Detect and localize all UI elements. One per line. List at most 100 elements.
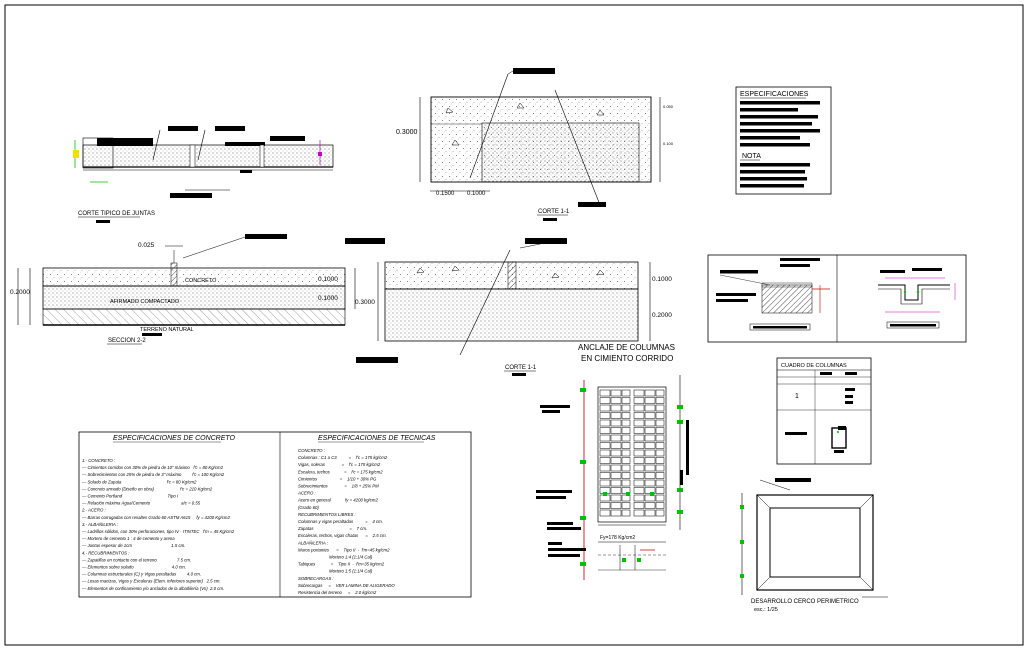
right-line: Tabiques = Tipo II - f'm=35 kg/cm2 bbox=[298, 562, 385, 567]
brick bbox=[633, 434, 645, 442]
brick bbox=[655, 472, 665, 479]
brick bbox=[610, 404, 622, 412]
brick bbox=[655, 389, 665, 397]
left-line: — Concreto armado (Diseño en obra) f'c =… bbox=[81, 486, 213, 491]
sheet-border bbox=[4, 4, 1024, 646]
specs-table bbox=[78, 431, 472, 598]
specs-right-title: ESPECIFICACIONES DE TECNICAS bbox=[318, 435, 436, 442]
brick bbox=[655, 427, 665, 434]
brick bbox=[599, 509, 611, 517]
brick bbox=[633, 419, 645, 427]
brick bbox=[655, 442, 665, 449]
brick bbox=[621, 397, 631, 404]
seccion-2-2 bbox=[17, 234, 356, 336]
right-line: Mortero 1:5 (1:1/4 Cal) bbox=[298, 569, 373, 574]
left-line: — Sobrecimientos con 25% de piedra de 3"… bbox=[81, 472, 225, 477]
left-line: — Columnas estructurales (C) y Vigas per… bbox=[81, 572, 201, 577]
brick bbox=[633, 404, 645, 412]
seccion-dim-left: 0.2000 bbox=[10, 289, 30, 296]
brick bbox=[644, 419, 656, 427]
brick bbox=[621, 502, 631, 509]
brick bbox=[621, 419, 631, 427]
brick bbox=[655, 404, 665, 412]
brick bbox=[599, 472, 611, 479]
brick bbox=[610, 494, 622, 502]
left-line: — Relación máxima Agua/Cemento a/c = 0.5… bbox=[81, 501, 201, 506]
brick bbox=[621, 509, 631, 517]
brick bbox=[633, 449, 645, 457]
cuadro-columnas-title: CUADRO DE COLUMNAS bbox=[781, 363, 847, 369]
brick bbox=[599, 457, 611, 464]
left-line: 3.- ALBAÑILERIA : bbox=[82, 522, 119, 527]
brick bbox=[655, 479, 665, 487]
brick bbox=[644, 434, 656, 442]
corte-mid-dim-r1: 0.1000 bbox=[652, 276, 672, 283]
brick bbox=[633, 472, 645, 479]
brick bbox=[610, 449, 622, 457]
brick bbox=[655, 494, 665, 502]
brick bbox=[633, 479, 645, 487]
brick bbox=[644, 442, 656, 449]
brick bbox=[633, 494, 645, 502]
seccion-label-ground: TERRENO NATURAL bbox=[140, 327, 194, 333]
brick bbox=[610, 434, 622, 442]
right-line: Muros portantes = Tipo II - f'm=45 kg/cm… bbox=[298, 547, 390, 552]
left-line: — Elementos sobre solado 4.0 cm. bbox=[81, 565, 186, 570]
brick bbox=[621, 457, 631, 464]
right-line: Columnas : C1 a C3 = f'c = 175 kg/cm2 bbox=[298, 455, 388, 460]
left-line: 2.- ACERO : bbox=[81, 508, 107, 513]
svg-text:0.050: 0.050 bbox=[663, 104, 674, 109]
brick bbox=[599, 434, 611, 442]
brick bbox=[610, 389, 622, 397]
brick bbox=[621, 412, 631, 419]
brick bbox=[610, 479, 622, 487]
corte-1-1-top-dim-left: 0.3000 bbox=[396, 129, 418, 136]
brick bbox=[599, 412, 611, 419]
brick bbox=[610, 412, 622, 419]
brick bbox=[621, 434, 631, 442]
left-line: — Mortero de cemento 1 : 4 de cemento y … bbox=[81, 536, 175, 541]
right-line: Sobrecargas = VER LAMINA DE ALIGERADO bbox=[298, 583, 395, 588]
brick bbox=[644, 449, 656, 457]
brick bbox=[599, 397, 611, 404]
joints-title: CORTE TIPICO DE JUNTAS bbox=[78, 211, 155, 217]
brick bbox=[599, 502, 611, 509]
anclaje-wall bbox=[536, 375, 689, 580]
brick bbox=[644, 502, 656, 509]
corte-1-1-top-title: CORTE 1-1 bbox=[538, 209, 570, 215]
brick bbox=[610, 442, 622, 449]
brick bbox=[633, 427, 645, 434]
joints-detail bbox=[73, 126, 334, 198]
svg-text:0.100: 0.100 bbox=[663, 141, 674, 146]
corte-1-1-mid bbox=[345, 238, 651, 376]
brick bbox=[621, 479, 631, 487]
right-line: Vigas, soleras = f'c = 175 kg/cm2 bbox=[298, 462, 381, 467]
brick bbox=[621, 389, 631, 397]
brick bbox=[610, 502, 622, 509]
brick bbox=[621, 404, 631, 412]
seccion-label-concrete: CONCRETO bbox=[185, 278, 217, 284]
brick bbox=[610, 419, 622, 427]
right-line: (Grado 60) bbox=[298, 505, 319, 510]
brick bbox=[644, 457, 656, 464]
brick bbox=[655, 502, 665, 509]
brick bbox=[621, 464, 631, 472]
left-line: — Zapatillas en contacto con el terreno … bbox=[81, 557, 191, 562]
left-line: 1.- CONCRETO : bbox=[82, 458, 116, 463]
brick bbox=[599, 419, 611, 427]
brick bbox=[644, 479, 656, 487]
cerco-title: DESARROLLO CERCO PERIMETRICO bbox=[751, 599, 859, 605]
corte-mid-title: CORTE 1-1 bbox=[505, 365, 537, 371]
brick bbox=[599, 404, 611, 412]
right-line: Acero en general fy = 4200 kg/cm2 bbox=[297, 498, 379, 503]
right-line: Sobrecimientos = 1/8 + 25% PM bbox=[298, 484, 379, 489]
corte-1-1-top-dim-b1: 0.1500 bbox=[436, 191, 455, 197]
brick bbox=[655, 457, 665, 464]
brick bbox=[610, 457, 622, 464]
right-line: ACERO : bbox=[297, 491, 316, 496]
anclaje-label-clear: Bordillo recubrimiento concreto bbox=[548, 556, 596, 560]
brick bbox=[655, 397, 665, 404]
right-line: CONCRETO : bbox=[298, 448, 326, 453]
cuadro-row-label: 1 bbox=[795, 393, 799, 400]
